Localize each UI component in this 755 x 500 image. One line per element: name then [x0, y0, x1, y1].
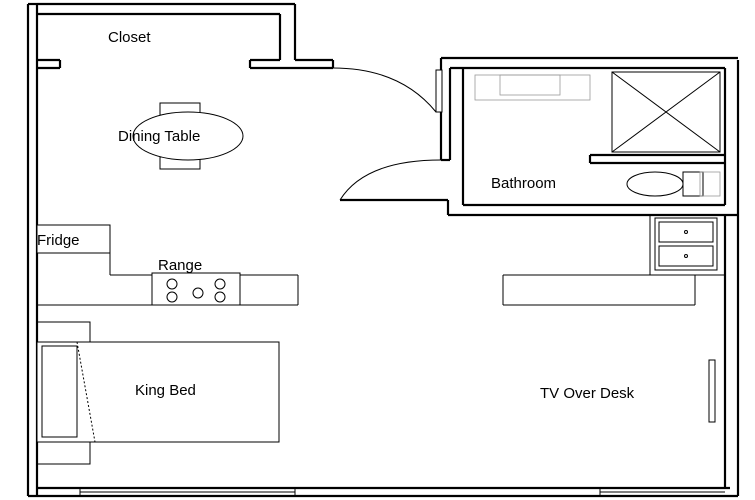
fridge	[36, 224, 111, 254]
fridge-label: Fridge	[37, 232, 80, 249]
kitchen-counter-right	[502, 215, 725, 306]
closet-label: Closet	[108, 29, 151, 46]
exterior-walls	[26, 2, 740, 498]
bathroom-vanity	[474, 74, 591, 101]
bathroom-label: Bathroom	[491, 175, 556, 192]
range	[151, 272, 241, 306]
kitchen-sink	[654, 217, 718, 271]
dining-table-label: Dining Table	[118, 128, 200, 145]
main-entry-door	[332, 67, 443, 113]
toilet	[626, 171, 721, 197]
bathroom-door	[339, 159, 448, 202]
shower	[611, 71, 721, 153]
tv-over-desk-label: TV Over Desk	[540, 385, 635, 402]
king-bed-label: King Bed	[135, 382, 196, 399]
dining-table	[132, 102, 244, 170]
tv-desk	[708, 359, 716, 423]
bottom-windows	[79, 488, 725, 496]
king-bed	[36, 321, 280, 465]
range-label: Range	[158, 257, 202, 274]
